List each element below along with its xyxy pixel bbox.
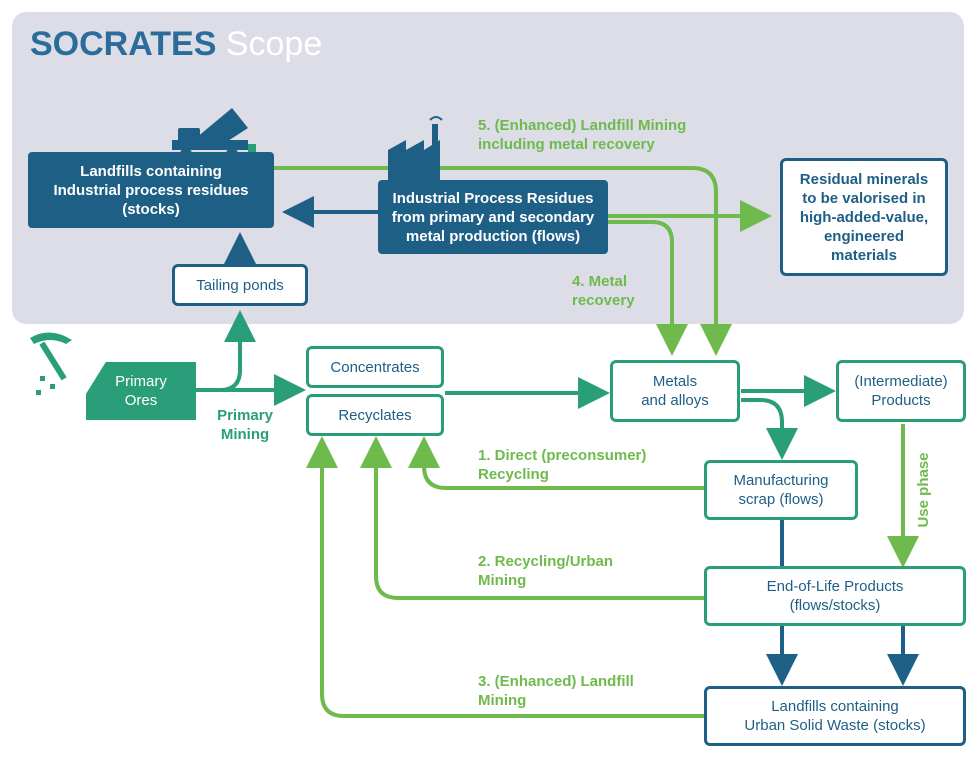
- node-intermediate-products: (Intermediate) Products: [836, 360, 966, 422]
- label-direct-recycling: 1. Direct (preconsumer) Recycling: [478, 447, 647, 483]
- node-end-of-life: End-of-Life Products (flows/stocks): [704, 566, 966, 626]
- node-industrial-residues: Industrial Process Residues from primary…: [378, 180, 608, 254]
- node-manufacturing-scrap: Manufacturing scrap (flows): [704, 460, 858, 520]
- label-landfill-mining-enhanced: 5. (Enhanced) Landfill Mining including …: [478, 117, 687, 153]
- label-landfill-mining: 3. (Enhanced) Landfill Mining: [478, 673, 634, 709]
- node-landfills-urban: Landfills containing Urban Solid Waste (…: [704, 686, 966, 746]
- label-primary-mining: Primary Mining: [217, 407, 273, 443]
- node-tailing-ponds: Tailing ponds: [172, 264, 308, 306]
- arrow-urban-mining: [360, 436, 704, 600]
- node-concentrates: Concentrates: [306, 346, 444, 388]
- node-primary-ores: Primary Ores: [86, 362, 196, 420]
- node-residual-minerals: Residual minerals to be valorised in hig…: [780, 158, 948, 276]
- pickaxe-icon: [30, 332, 72, 395]
- arrow-direct-recycling: [408, 436, 704, 490]
- arrow-landfill-mining: [306, 436, 704, 718]
- title-sub: Scope: [225, 25, 323, 63]
- arrow-metal-recovery: [608, 220, 688, 356]
- arrow-metals-to-scrap: [741, 398, 798, 460]
- node-recyclates: Recyclates: [306, 394, 444, 436]
- factory-icon: [388, 116, 443, 182]
- title-main: SOCRATES: [30, 25, 217, 63]
- label-urban-mining: 2. Recycling/Urban Mining: [478, 553, 614, 589]
- arrow-ores-to-tailing: [196, 310, 256, 392]
- label-metal-recovery: 4. Metal recovery: [572, 273, 635, 309]
- page-title: SOCRATES Scope: [30, 22, 322, 66]
- node-metals-alloys: Metals and alloys: [610, 360, 740, 422]
- label-use-phase: Use phase: [915, 452, 932, 528]
- node-landfills-industrial: Landfills containing Industrial process …: [28, 152, 274, 228]
- arrow-landfill-mining-to-metals: [262, 166, 732, 356]
